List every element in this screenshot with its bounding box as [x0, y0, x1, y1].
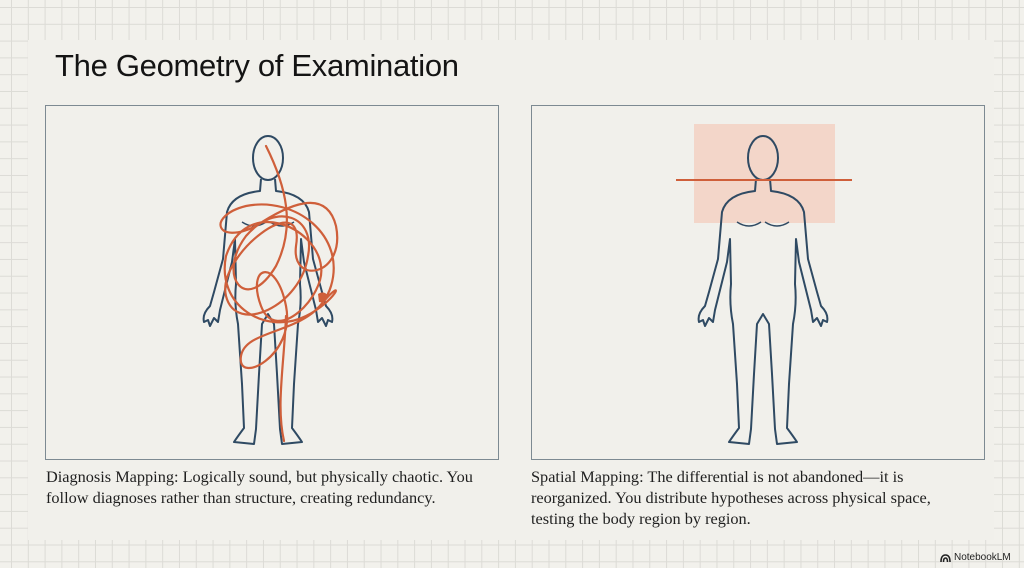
body-outline-icon	[202, 135, 334, 445]
chaotic-path	[219, 144, 339, 443]
spatial-mapping-figure	[531, 105, 985, 460]
diagnosis-mapping-caption: Diagnosis Mapping: Logically sound, but …	[46, 467, 473, 507]
region-highlight	[694, 124, 835, 223]
slide-title: The Geometry of Examination	[55, 48, 459, 83]
brand-label: NotebookLM	[954, 552, 1011, 563]
notebooklm-brand: NotebookLM	[940, 552, 1011, 563]
diagnosis-mapping-figure	[45, 105, 499, 460]
notebooklm-logo-icon	[940, 553, 951, 562]
spatial-mapping-caption: Spatial Mapping: The differential is not…	[531, 467, 931, 528]
slide-background: The Geometry of Examination Diagnosis Ma…	[0, 0, 1024, 568]
pain-marker	[318, 292, 328, 303]
